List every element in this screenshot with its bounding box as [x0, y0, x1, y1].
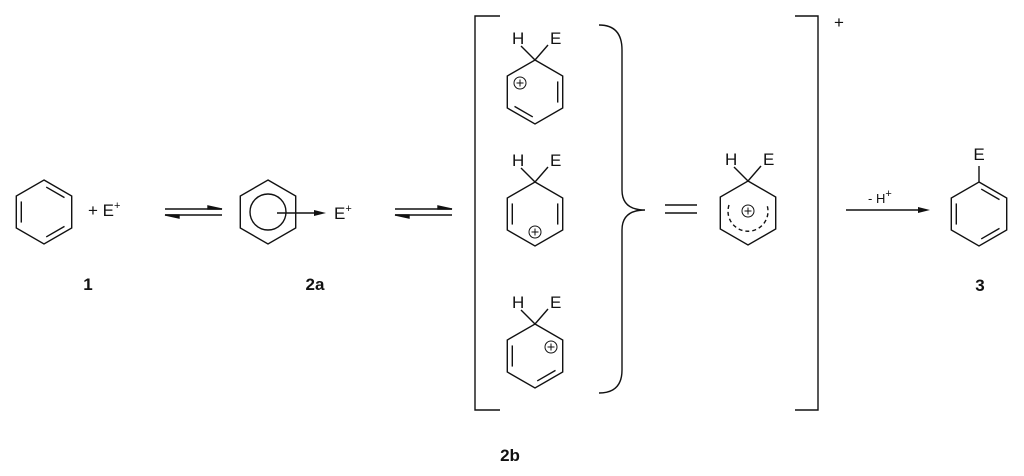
compound-label-3: 3: [975, 276, 984, 295]
electrophile-label: E: [550, 151, 561, 170]
c-h-bond: [520, 309, 536, 325]
c-e-bond: [534, 166, 549, 183]
product-ring: [950, 181, 1008, 247]
aromatic-circle: [249, 193, 287, 231]
hydrogen-label: H: [512, 151, 524, 170]
left-bracket: [474, 15, 500, 411]
sigma-complex-substituents: H E H E H E H E: [512, 29, 774, 312]
double-bond: [536, 369, 556, 382]
half-arrowhead-icon: [437, 205, 453, 210]
cation-charge-icon: [513, 76, 527, 90]
double-bond: [45, 225, 65, 238]
electrophile-label: E: [550, 293, 561, 312]
c-e-bond: [747, 165, 762, 182]
compound-label-2a: 2a: [306, 275, 325, 294]
pi-complex-electrophile: E+: [334, 203, 352, 223]
arrowhead-icon: [314, 210, 326, 216]
arrowhead-icon: [918, 207, 930, 213]
double-bond: [45, 186, 65, 199]
curly-brace: [598, 24, 646, 394]
double-bond: [980, 188, 1000, 201]
compound-label-1: 1: [83, 275, 92, 294]
right-bracket: [795, 15, 819, 411]
compound-label-2b: 2b: [500, 446, 520, 465]
pi-complex-ring: [239, 179, 297, 245]
cation-charge-icon: [544, 340, 558, 354]
arenium-ring-delocalized: [719, 180, 777, 246]
c-h-bond: [520, 45, 536, 61]
cation-charge-icon: [741, 204, 755, 218]
arenium-ring: [506, 59, 564, 125]
half-arrowhead-icon: [394, 214, 410, 219]
hydrogen-label: H: [512, 29, 524, 48]
half-arrowhead-icon: [164, 214, 180, 219]
double-bond: [980, 227, 1000, 240]
c-h-bond: [733, 166, 749, 182]
bond-layer: [15, 15, 1008, 411]
half-arrowhead-icon: [207, 205, 223, 210]
cation-charge-icon: [528, 225, 542, 239]
arenium-ring: [506, 181, 564, 247]
c-h-bond: [520, 167, 536, 183]
deprotonation-reagent: - H+: [868, 188, 892, 206]
arenium-ring: [506, 323, 564, 389]
electrophile-label: E: [763, 150, 774, 169]
c-e-bond: [534, 44, 549, 61]
plus-electrophile: + E+: [88, 200, 120, 220]
delocalized-arc: [727, 204, 769, 232]
hydrogen-label: H: [725, 150, 737, 169]
benzene-ring: [15, 179, 73, 245]
double-bond: [514, 105, 534, 118]
c-e-bond: [534, 308, 549, 325]
bracket-charge: +: [834, 13, 844, 32]
electrophile-label: E: [550, 29, 561, 48]
product-substituent: E: [973, 145, 984, 164]
hydrogen-label: H: [512, 293, 524, 312]
